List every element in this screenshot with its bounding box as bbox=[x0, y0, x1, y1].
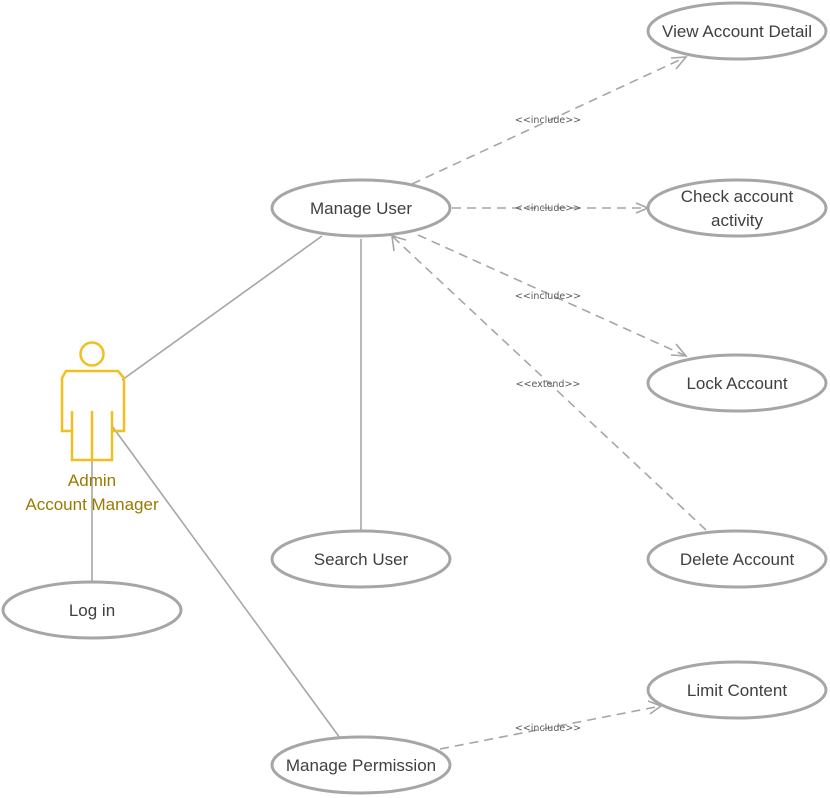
use-case-view-account-detail-label: View Account Detail bbox=[662, 22, 812, 41]
use-case-view-account-detail[interactable]: View Account Detail bbox=[646, 1, 828, 61]
use-case-log-in[interactable]: Log in bbox=[1, 580, 183, 640]
actor-head bbox=[79, 341, 105, 367]
use-case-delete-account[interactable]: Delete Account bbox=[646, 529, 828, 589]
use-case-lock-account-label: Lock Account bbox=[686, 374, 787, 393]
use-case-manage-user[interactable]: Manage User bbox=[270, 178, 452, 238]
use-case-manage-user-label: Manage User bbox=[310, 199, 412, 218]
include-view-label: <<include>> bbox=[515, 115, 581, 126]
use-case-check-account-activity-label-line1: Check account bbox=[681, 187, 794, 206]
include-limit-label: <<include>> bbox=[515, 723, 581, 734]
actor-body bbox=[60, 369, 126, 462]
use-case-limit-content[interactable]: Limit Content bbox=[646, 660, 828, 720]
actor-admin-account-manager: Admin Account Manager bbox=[25, 341, 159, 514]
use-case-manage-permission[interactable]: Manage Permission bbox=[270, 735, 452, 795]
include-check-label: <<include>> bbox=[515, 203, 581, 214]
use-case-delete-account-label: Delete Account bbox=[680, 550, 795, 569]
use-case-manage-permission-label: Manage Permission bbox=[286, 756, 436, 775]
use-case-search-user-label: Search User bbox=[314, 550, 409, 569]
association-actor-manage-user bbox=[121, 235, 323, 381]
include-lock-arrowhead bbox=[670, 343, 688, 357]
use-case-log-in-label: Log in bbox=[69, 601, 115, 620]
include-lock-account bbox=[417, 234, 687, 357]
actor-name-line2: Account Manager bbox=[25, 495, 159, 514]
include-view-arrowhead bbox=[670, 56, 688, 70]
association-actor-manage-permission bbox=[111, 425, 341, 739]
use-case-search-user[interactable]: Search User bbox=[270, 529, 452, 589]
use-case-check-account-activity[interactable]: Check account activity bbox=[646, 178, 828, 238]
include-limit-content bbox=[439, 705, 662, 750]
extend-delete-label: <<extend>> bbox=[516, 379, 581, 390]
use-case-check-account-activity-label-line2: activity bbox=[711, 211, 763, 230]
include-lock-label: <<include>> bbox=[515, 291, 581, 302]
extend-delete-account bbox=[391, 235, 707, 531]
actor-name-line1: Admin bbox=[68, 471, 116, 490]
include-view-account-detail bbox=[411, 56, 687, 185]
use-case-limit-content-label: Limit Content bbox=[687, 681, 787, 700]
use-case-lock-account[interactable]: Lock Account bbox=[646, 353, 828, 413]
extend-delete-arrowhead bbox=[391, 234, 407, 252]
